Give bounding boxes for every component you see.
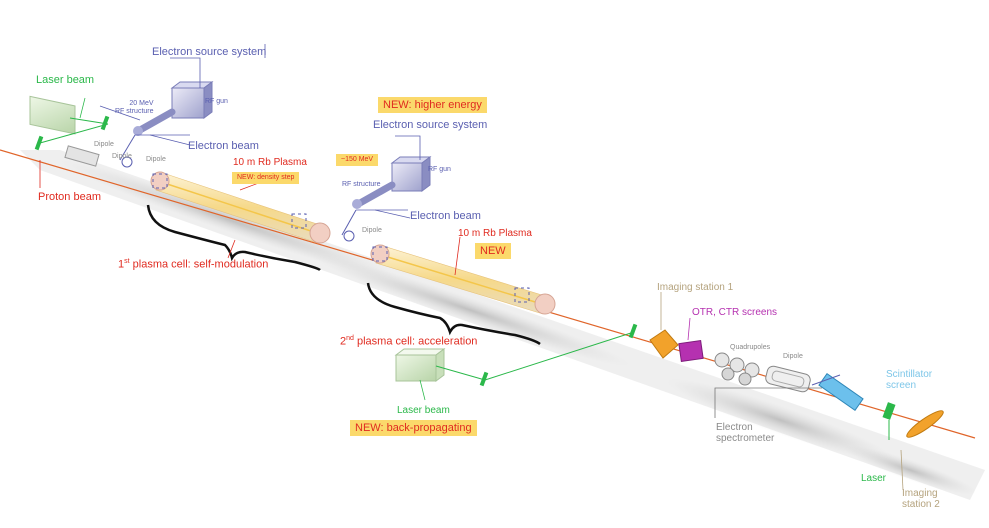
imaging-station-2 — [906, 410, 944, 438]
dipole-1c-label: Dipole — [146, 156, 166, 163]
electron-beam-1-label: Electron beam — [188, 140, 259, 152]
floor-shadow — [20, 150, 985, 500]
plasma-2-label: 10 m Rb Plasma — [458, 228, 532, 239]
brace-cell-2 — [366, 282, 541, 346]
imaging-station-1 — [649, 329, 679, 359]
plasma-1-label: 10 m Rb Plasma — [233, 157, 307, 168]
electron-spectrometer-label: Electron spectrometer — [716, 422, 775, 444]
laser-beam-bottom-label: Laser beam — [397, 405, 450, 416]
scintillator-label: Scintillator screen — [886, 369, 933, 391]
new-2-badge: NEW — [475, 243, 511, 260]
plasma-cell-2 — [370, 244, 556, 315]
rf-structure-2-label: RF structure — [342, 181, 381, 188]
brace-cell-1 — [146, 204, 321, 272]
electron-source-2-label: Electron source system — [373, 119, 488, 131]
dipole-3-label: Dipole — [783, 353, 803, 360]
plasma-cell-2-label: 2nd plasma cell: acceleration — [340, 335, 478, 348]
laser-source-top — [29, 95, 110, 151]
spectrometer-dipole — [765, 365, 811, 393]
new-density-step-badge: NEW: density step — [232, 172, 300, 184]
electron-source-1 — [119, 81, 214, 168]
electron-beam-2-label: Electron beam — [410, 210, 481, 222]
electron-source-2 — [341, 156, 432, 242]
dipole-2-label: Dipole — [362, 227, 382, 234]
quadrupoles-label: Quadrupoles — [730, 344, 771, 351]
leader-lines — [99, 44, 421, 219]
dipole-1 — [64, 145, 100, 167]
dipole-1b-label: Dipole — [112, 153, 132, 160]
rf-structure-1-label: 20 MeV RF structure — [115, 100, 154, 115]
energy-150-badge: ~150 MeV — [336, 154, 379, 166]
laser-source-bottom — [394, 323, 638, 387]
imaging-station-2-label: Imaging station 2 — [902, 488, 940, 510]
otr-ctr-screen — [678, 339, 704, 363]
rf-gun-1-label: RF gun — [205, 98, 228, 105]
imaging-station-1-label: Imaging station 1 — [657, 282, 734, 293]
laser-end-label: Laser — [861, 473, 887, 484]
electron-source-1-label: Electron source system — [152, 46, 267, 58]
rf-gun-2-label: RF gun — [428, 166, 451, 173]
scintillator-screen — [818, 372, 864, 412]
proton-beam-label: Proton beam — [38, 191, 101, 203]
quadrupole-magnets — [714, 352, 760, 386]
otr-ctr-label: OTR, CTR screens — [692, 307, 778, 318]
new-higher-energy-badge: NEW: higher energy — [378, 97, 487, 114]
plasma-cell-1-label: 1st plasma cell: self-modulation — [118, 258, 269, 271]
spectrometer-bracket — [714, 387, 822, 418]
new-back-propagating-badge: NEW: back-propagating — [350, 420, 477, 437]
dipole-1a-label: Dipole — [94, 141, 114, 148]
plasma-cell-1 — [150, 171, 331, 244]
laser-end-mirror — [882, 402, 896, 420]
laser-beam-top-label: Laser beam — [36, 74, 95, 86]
